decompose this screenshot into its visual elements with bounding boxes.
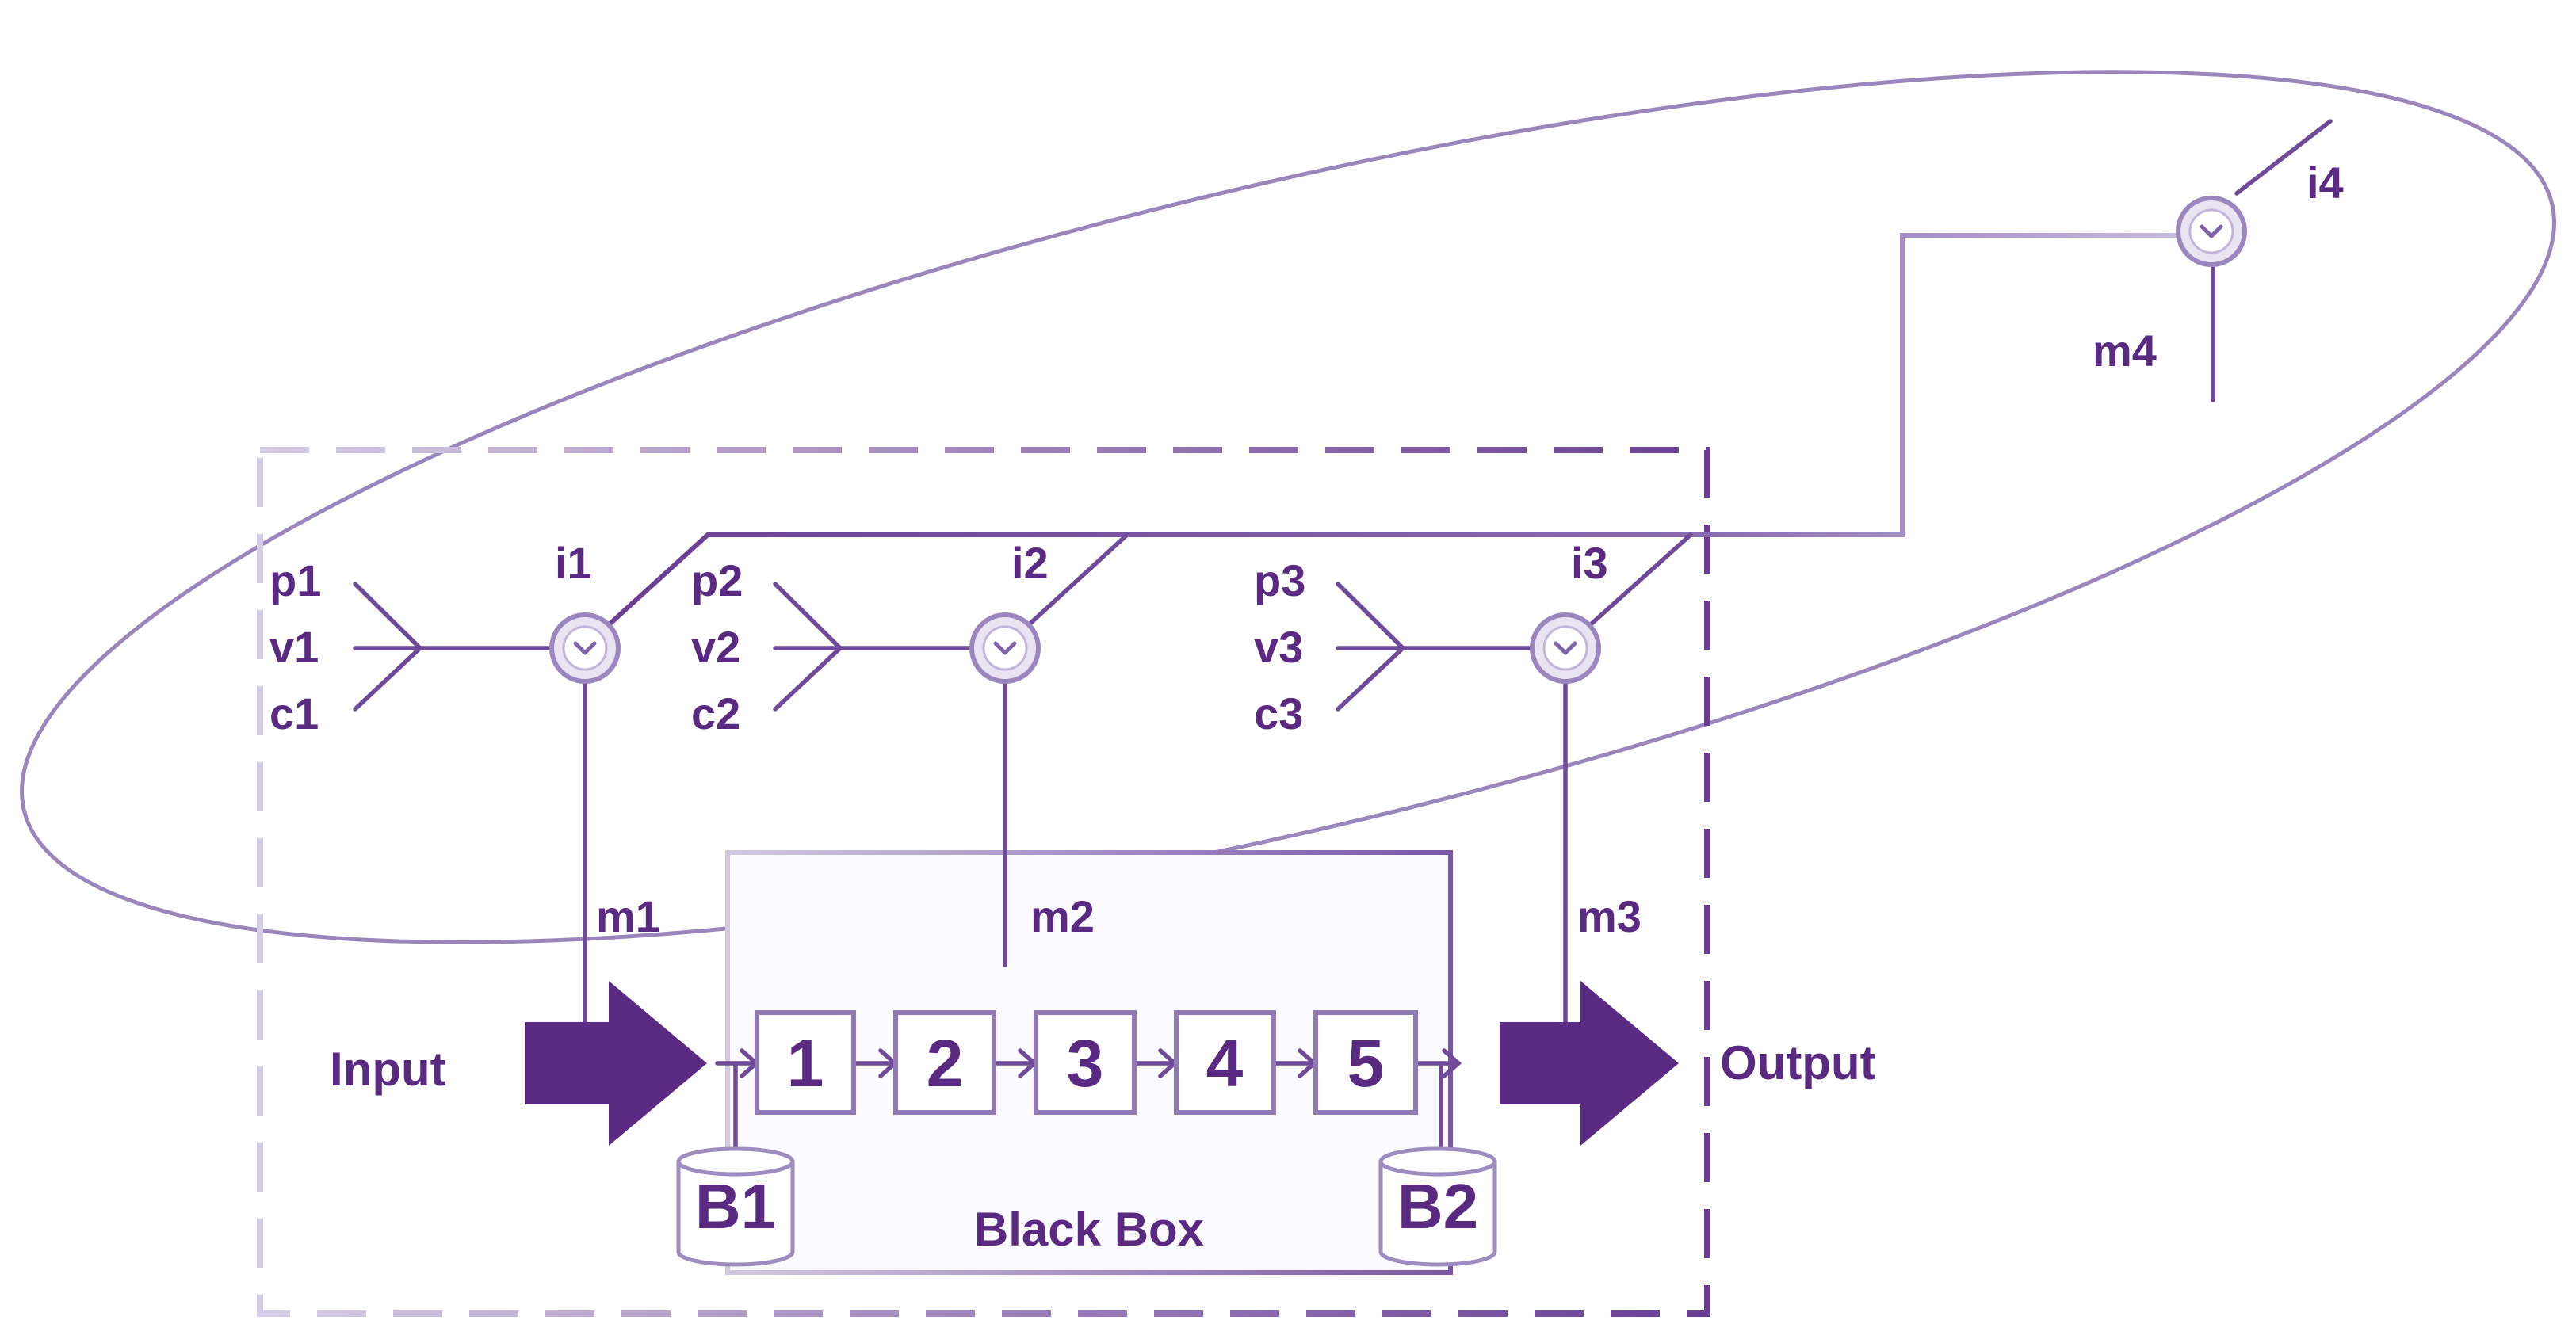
svg-text:1: 1	[787, 1026, 824, 1101]
step-box-5: 5	[1313, 1010, 1418, 1115]
svg-text:5: 5	[1347, 1026, 1385, 1101]
step-box-1: 1	[755, 1010, 856, 1115]
svg-text:3: 3	[1067, 1026, 1104, 1101]
label-v1: v1	[269, 622, 319, 672]
label-v3: v3	[1254, 622, 1303, 672]
label-output: Output	[1720, 1036, 1876, 1089]
svg-text:2: 2	[927, 1026, 964, 1101]
step-box-2: 2	[893, 1010, 996, 1115]
controller-i2-icon	[969, 612, 1041, 684]
controller-2-inputs	[773, 582, 979, 712]
label-m3: m3	[1577, 891, 1642, 941]
label-c3: c3	[1254, 689, 1303, 738]
controller-i4-icon	[2176, 196, 2247, 267]
step-box-3: 3	[1034, 1010, 1137, 1115]
label-i4: i4	[2307, 158, 2344, 208]
step-box-4: 4	[1174, 1010, 1276, 1115]
svg-text:B1: B1	[695, 1171, 776, 1242]
label-m1: m1	[596, 891, 660, 941]
label-m2: m2	[1030, 891, 1095, 941]
label-i3: i3	[1571, 538, 1608, 588]
system-boundary-ellipse	[20, 70, 2556, 944]
label-m4: m4	[2093, 326, 2157, 376]
label-c2: c2	[691, 689, 740, 738]
buffer-b2-icon: B2	[1378, 1146, 1497, 1267]
controller-i1-icon	[549, 612, 621, 684]
label-p2: p2	[691, 555, 743, 605]
input-arrow	[525, 981, 707, 1146]
dashed-system-frame	[257, 447, 1710, 1317]
feedback-bus	[584, 233, 2188, 647]
label-c1: c1	[269, 689, 319, 738]
label-p1: p1	[269, 555, 321, 605]
label-black-box: Black Box	[974, 1203, 1204, 1256]
label-v2: v2	[691, 622, 740, 672]
buffer-b1-icon: B1	[676, 1146, 795, 1267]
label-input: Input	[330, 1043, 446, 1096]
label-i2: i2	[1011, 538, 1049, 588]
output-arrow	[1500, 981, 1679, 1146]
label-p3: p3	[1254, 555, 1305, 605]
controller-i3-icon	[1530, 612, 1601, 684]
label-i1: i1	[555, 538, 592, 588]
controller-3-inputs	[1336, 582, 1540, 712]
controller-1-inputs	[353, 582, 569, 712]
svg-text:4: 4	[1206, 1026, 1244, 1101]
svg-text:B2: B2	[1397, 1171, 1478, 1242]
